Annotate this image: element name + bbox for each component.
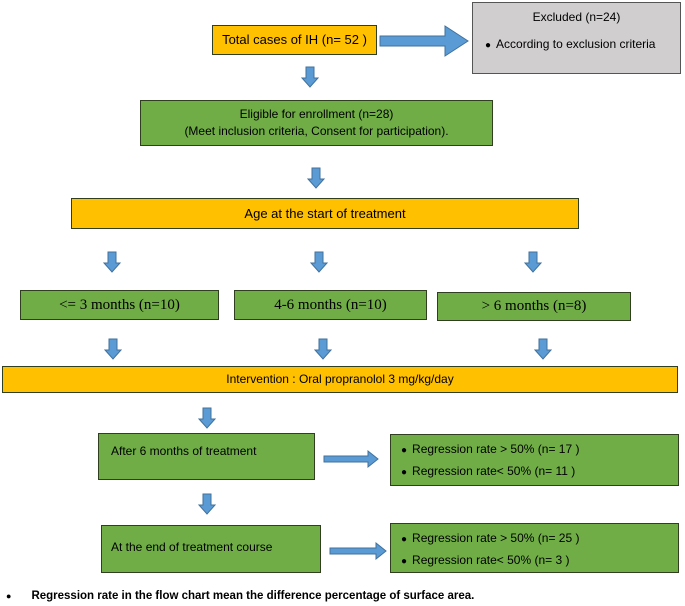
after6-results-box: ● Regression rate > 50% (n= 17 ) ● Regre… (390, 434, 679, 486)
group-label-3: > 6 months (n=8) (481, 298, 587, 314)
bullet-icon: ● (485, 40, 492, 51)
excluded-box: Excluded (n=24) ● According to exclusion… (472, 2, 681, 74)
arrow-end-to-results (329, 541, 387, 561)
age-label: Age at the start of treatment (244, 205, 406, 221)
end-label: At the end of treatment course (111, 540, 273, 554)
bullet-icon: ● (6, 591, 12, 601)
intervention-box: Intervention : Oral propranolol 3 mg/kg/… (2, 366, 678, 393)
arrow-group2-to-intervention (314, 338, 332, 360)
after6-result-1: Regression rate > 50% (n= 17 ) (412, 442, 580, 456)
end-result-1: Regression rate > 50% (n= 25 ) (412, 531, 580, 545)
eligible-box: Eligible for enrollment (n=28) (Meet inc… (140, 100, 493, 146)
eligible-line2: (Meet inclusion criteria, Consent for pa… (184, 124, 449, 138)
after6-result-2: Regression rate< 50% (n= 11 ) (412, 464, 576, 478)
eligible-line1: Eligible for enrollment (n=28) (239, 107, 394, 121)
footnote-text: Regression rate in the flow chart mean t… (31, 590, 475, 602)
bullet-icon: ● (401, 556, 408, 567)
arrow-total-to-eligible (301, 66, 319, 88)
end-result-2: Regression rate< 50% (n= 3 ) (412, 553, 570, 567)
group-box-3: > 6 months (n=8) (437, 292, 631, 321)
footnote: ● Regression rate in the flow chart mean… (6, 590, 474, 602)
group-label-1: <= 3 months (n=10) (59, 296, 180, 313)
excluded-title: Excluded (n=24) (532, 10, 621, 24)
arrow-group1-to-intervention (104, 338, 122, 360)
end-box: At the end of treatment course (101, 525, 321, 573)
bullet-icon: ● (401, 445, 408, 456)
bullet-icon: ● (401, 534, 408, 545)
arrow-age-to-group3 (524, 251, 542, 273)
intervention-label: Intervention : Oral propranolol 3 mg/kg/… (226, 372, 454, 386)
age-box: Age at the start of treatment (71, 198, 579, 229)
arrow-after6-to-end (198, 493, 216, 515)
bullet-icon: ● (401, 467, 408, 478)
arrow-eligible-to-age (307, 167, 325, 189)
total-cases-box: Total cases of IH (n= 52 ) (212, 25, 377, 55)
group-box-1: <= 3 months (n=10) (20, 290, 219, 320)
after6-label: After 6 months of treatment (111, 444, 257, 458)
total-cases-label: Total cases of IH (n= 52 ) (222, 32, 367, 47)
arrow-group3-to-intervention (534, 338, 552, 360)
after6-box: After 6 months of treatment (98, 433, 315, 480)
group-label-2: 4-6 months (n=10) (274, 296, 387, 313)
arrow-age-to-group1 (103, 251, 121, 273)
arrow-after6-to-results (323, 449, 379, 469)
end-results-box: ● Regression rate > 50% (n= 25 ) ● Regre… (390, 523, 679, 573)
excluded-bullet: According to exclusion criteria (496, 37, 656, 51)
arrow-age-to-group2 (310, 251, 328, 273)
group-box-2: 4-6 months (n=10) (234, 290, 427, 320)
arrow-intervention-to-after6 (198, 407, 216, 429)
arrow-to-excluded (379, 25, 469, 57)
